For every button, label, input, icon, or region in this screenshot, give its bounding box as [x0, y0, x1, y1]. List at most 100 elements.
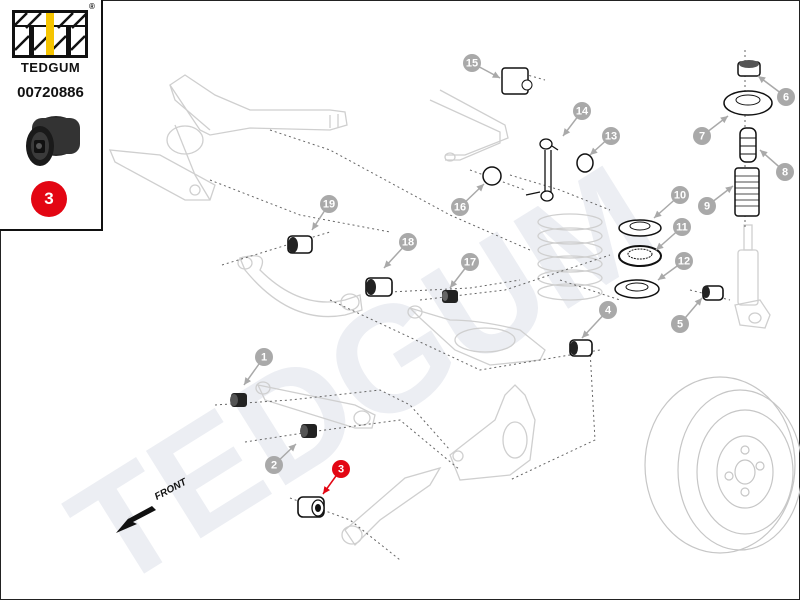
part-12-spring-seat	[614, 279, 660, 299]
part-18-bushing	[365, 277, 393, 297]
callout-circle	[673, 218, 691, 236]
callout-arrowhead-icon	[476, 184, 484, 192]
callout-arrowhead-icon	[492, 71, 500, 78]
callout-number: 19	[323, 199, 335, 211]
part-19-bushing	[287, 235, 313, 254]
callout-arrowhead-icon	[312, 222, 319, 230]
callout-circle	[399, 233, 417, 251]
callout-3: 3	[322, 460, 350, 495]
part-number: 00720886	[17, 84, 84, 101]
stabilizer-bar	[429, 89, 509, 162]
parts	[230, 60, 773, 518]
position-badge: 3	[31, 181, 67, 217]
callout-number: 5	[677, 319, 683, 331]
callout-number: 12	[678, 256, 690, 268]
callout-number: 17	[464, 257, 476, 269]
callout-15: 15	[463, 54, 501, 79]
callout-number: 9	[704, 201, 710, 213]
callout-13: 13	[589, 127, 620, 156]
callout-circle	[602, 127, 620, 145]
callout-arrowhead-icon	[694, 298, 702, 306]
registered-trademark: ®	[89, 2, 95, 11]
callout-number: 16	[454, 202, 466, 214]
callout-arrowhead-icon	[654, 210, 662, 218]
callout-5: 5	[671, 297, 703, 333]
callout-17: 17	[449, 253, 479, 289]
callout-circle	[671, 186, 689, 204]
callout-4: 4	[581, 301, 617, 339]
knuckle	[449, 384, 536, 481]
tedgum-logo-icon	[12, 10, 88, 58]
callout-circle	[599, 301, 617, 319]
part-11-bearing	[618, 245, 662, 267]
callout-circle	[698, 197, 716, 215]
callout-18: 18	[383, 233, 417, 269]
callout-11: 11	[655, 218, 691, 251]
part-16-link-bushing	[482, 166, 502, 186]
wheel	[644, 376, 800, 554]
part-8-bump-stop	[739, 127, 757, 163]
callout-circle	[461, 253, 479, 271]
callout-arrowhead-icon	[720, 116, 728, 124]
product-thumbnail	[20, 110, 82, 177]
callout-number: 18	[402, 237, 414, 249]
control-arms	[237, 255, 546, 547]
callout-1: 1	[243, 348, 273, 386]
callout-12: 12	[657, 252, 693, 281]
callout-number: 2	[271, 460, 277, 472]
callout-arrowhead-icon	[384, 260, 392, 268]
callout-8: 8	[759, 149, 794, 181]
part-10-spring-seat	[618, 219, 662, 237]
callout-circle	[693, 127, 711, 145]
callout-arrowhead-icon	[758, 76, 766, 84]
callout-number: 6	[783, 92, 789, 104]
callout-circle	[320, 195, 338, 213]
part-2-bushing	[300, 424, 317, 438]
callout-arrowhead-icon	[725, 186, 733, 194]
callout-arrowhead-icon	[590, 147, 598, 155]
callout-14: 14	[562, 102, 591, 137]
part-6-top-bearing	[737, 60, 761, 77]
part-1-bushing	[230, 393, 247, 407]
subframe	[108, 74, 348, 201]
part-15-stabilizer-bushing	[501, 67, 533, 95]
callout-arrowhead-icon	[323, 486, 331, 494]
callout-16: 16	[451, 183, 485, 216]
part-14-stabilizer-link	[525, 138, 559, 202]
callout-number: 11	[676, 222, 688, 234]
part-17-bushing	[442, 290, 458, 303]
callout-arrowhead-icon	[582, 330, 590, 338]
callout-circle	[463, 54, 481, 72]
callout-arrowhead-icon	[244, 377, 252, 385]
front-arrow-icon	[116, 506, 156, 533]
callout-circle	[777, 88, 795, 106]
callout-arrowhead-icon	[658, 272, 666, 280]
coil-spring	[537, 213, 603, 301]
shock-absorber	[734, 224, 771, 329]
callout-7: 7	[693, 115, 729, 145]
callout-circle	[675, 252, 693, 270]
callout-number: 1	[261, 352, 267, 364]
callout-arrowhead-icon	[563, 128, 571, 136]
callout-9: 9	[698, 185, 734, 215]
callout-circle	[332, 460, 350, 478]
callout-number: 13	[605, 131, 617, 143]
part-3-bushing	[297, 496, 325, 518]
part-5-bushing	[702, 285, 724, 301]
callout-arrowhead-icon	[760, 150, 768, 158]
callout-circle	[671, 315, 689, 333]
part-4-bushing	[569, 339, 593, 357]
callout-number: 8	[782, 167, 788, 179]
watermark-text: TEDGUM	[42, 132, 682, 600]
callout-circle	[265, 456, 283, 474]
callout-6: 6	[757, 75, 795, 106]
watermark: TEDGUM	[42, 132, 682, 600]
callout-circle	[451, 198, 469, 216]
callout-number: 10	[674, 190, 686, 202]
brand-name: TEDGUM	[20, 60, 81, 75]
part-9-dust-boot	[734, 167, 760, 217]
callout-arrowhead-icon	[288, 444, 296, 452]
callout-circle	[776, 163, 794, 181]
